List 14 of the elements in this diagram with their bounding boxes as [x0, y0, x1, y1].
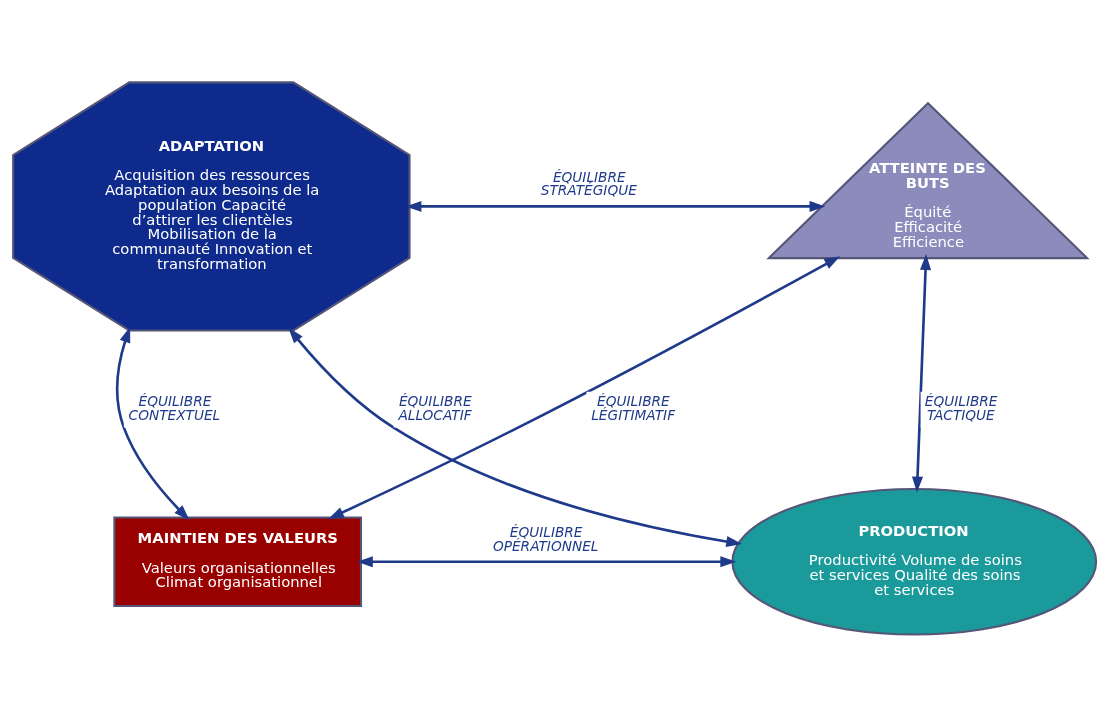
- edge-label: ÉQUILIBRE LÉGITIMATIF: [591, 392, 676, 423]
- edge-label: ÉQUILIBRE ALLOCATIF: [398, 392, 472, 423]
- arrow: [405, 200, 826, 212]
- edge-label: ÉQUILIBRE OPÉRATIONNEL: [492, 523, 599, 554]
- arrow: [328, 256, 841, 520]
- arrow: [288, 327, 743, 548]
- edge-label: ÉQUILIBRE TACTIQUE: [924, 392, 998, 423]
- arrow: [115, 326, 190, 521]
- node-box: MAINTIEN DES VALEURS Valeurs organisationnelles Climat organisationnel: [113, 516, 363, 608]
- edge-label: ÉQUILIBRE CONTEXTUEL: [128, 392, 221, 423]
- node-ellipse: PRODUCTION Productivité Volume de soins et services Qualité des soins et services: [731, 487, 1098, 636]
- edge-label: ÉQUILIBRE STRATÉGIQUE: [540, 168, 637, 199]
- arrow: [912, 254, 932, 493]
- arrow: [357, 556, 737, 568]
